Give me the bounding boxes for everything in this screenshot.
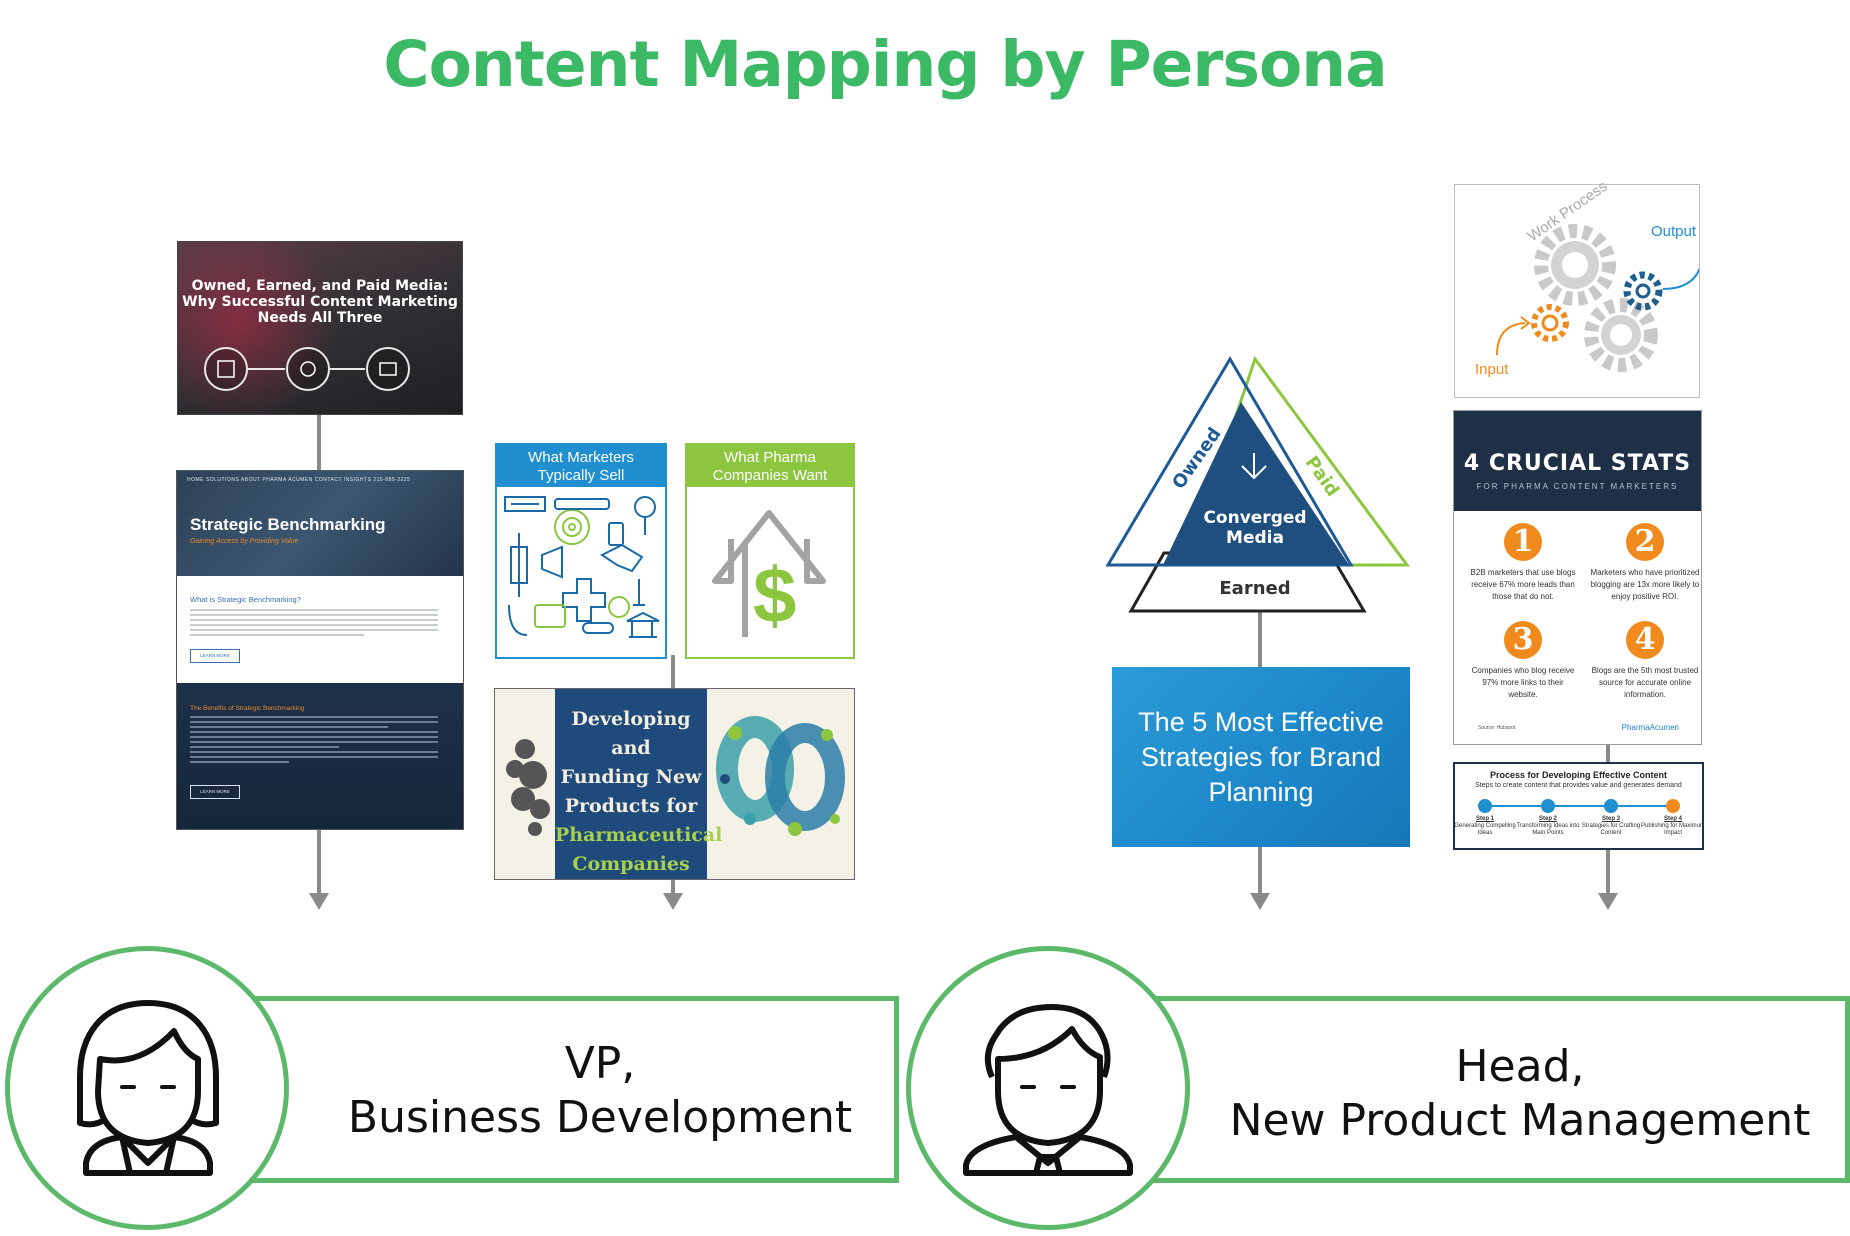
stat-number-badge: 3 (1504, 621, 1542, 659)
persona-avatar-circle (5, 946, 289, 1230)
learn-more-button[interactable]: LEARN MORE (190, 785, 240, 799)
persona-avatar-circle (906, 946, 1190, 1230)
converged-media-label: Converged Media (1196, 508, 1314, 548)
media-rings-icon (204, 347, 410, 391)
output-label: Output (1651, 223, 1697, 240)
card-headline-line: Owned, Earned, and Paid Media: (191, 278, 449, 294)
female-user-icon (77, 1000, 219, 1176)
persona-card-vp-business-development[interactable] (240, 996, 899, 1183)
content-card-developing-funding[interactable]: Developing and Funding New Products for … (494, 688, 855, 880)
persona-title-line: New Product Management (1229, 1095, 1811, 1146)
persona-card-head-new-product-management[interactable] (1150, 996, 1850, 1183)
stat-text: B2B marketers that use blogs receive 67%… (1470, 568, 1576, 601)
persona-title-line: Head, (1455, 1041, 1585, 1092)
stat-text: Marketers who have prioritized blogging … (1590, 568, 1700, 601)
dollar-icon: $ (753, 551, 797, 639)
card-headline-line: Needs All Three (257, 310, 383, 326)
card-title-highlight: Pharmaceutical (555, 824, 723, 846)
center-label-line: Media (1226, 528, 1284, 548)
stat-text: Companies who blog receive 97% more link… (1471, 666, 1575, 699)
card-header-line: Companies Want (712, 467, 828, 484)
body-text-lines (190, 716, 438, 766)
converged-media-diagram: Owned Paid Converged Media Earned (1105, 354, 1412, 616)
card-header-line: Typically Sell (537, 467, 625, 484)
card-title: Process for Developing Effective Content (1489, 770, 1668, 780)
persona-title: VP, Business Development (310, 1037, 890, 1145)
arrow-down-icon (663, 893, 683, 910)
card-title-line: Developing and (571, 708, 691, 759)
content-card-owned-earned-paid[interactable]: Owned, Earned, and Paid Media: Why Succe… (177, 241, 463, 415)
stat-text: Blogs are the 5th most trusted source fo… (1591, 666, 1699, 699)
content-card-work-process[interactable]: Work Process Output Input (1454, 178, 1704, 398)
card-title-line: Strategies for Brand (1140, 742, 1382, 772)
section-heading: What is Strategic Benchmarking? (190, 595, 301, 604)
learn-more-button[interactable]: LEARN MORE (190, 649, 240, 663)
male-user-icon (963, 1004, 1133, 1176)
card-title-panel: Developing and Funding New Products for … (555, 689, 723, 879)
step-dot (1478, 799, 1492, 813)
content-card-5-strategies[interactable]: The 5 Most Effective Strategies for Bran… (1112, 667, 1410, 847)
card-title-line: The 5 Most Effective (1138, 707, 1384, 737)
input-label: Input (1475, 361, 1509, 378)
earned-label: Earned (1219, 578, 1291, 599)
source-note: Source: Hubspot (1478, 725, 1516, 731)
page-title: Content Mapping by Persona (383, 28, 1387, 101)
stat-number-badge: 1 (1504, 523, 1542, 561)
content-card-what-marketers-sell[interactable]: What Marketers Typically Sell (495, 443, 667, 659)
growth-arrow-icon (712, 510, 826, 637)
section-heading: The Benefits of Strategic Benchmarking (190, 705, 305, 712)
stat-number-badge: 2 (1626, 523, 1664, 561)
pharma-products-icon (504, 496, 660, 638)
brand-logo: PharmaAcumen (1621, 723, 1679, 732)
card-title-line: Companies (572, 853, 690, 875)
card-subtitle: Gaining Access by Providing Value (190, 538, 299, 545)
card-title-line: Planning (1208, 777, 1314, 807)
content-card-strategic-benchmarking[interactable]: HOME SOLUTIONS ABOUT PHARMA ACUMEN CONTA… (176, 470, 464, 830)
site-nav: HOME SOLUTIONS ABOUT PHARMA ACUMEN CONTA… (187, 477, 411, 483)
card-headline-line: Why Successful Content Marketing (182, 294, 458, 310)
content-card-process[interactable]: Process for Developing Effective Content… (1453, 762, 1704, 850)
persona-title-line: VP, (564, 1038, 636, 1089)
card-header-line: What Marketers (528, 449, 634, 466)
triangles-icon (1105, 355, 1410, 613)
card-title-line: Funding New (560, 766, 702, 788)
card-subtitle: Steps to create content that provides va… (1475, 782, 1682, 789)
illustration-icon (506, 716, 845, 836)
step-dot (1666, 799, 1680, 813)
step-dot (1541, 799, 1555, 813)
card-title: 4 CRUCIAL STATS (1463, 451, 1692, 476)
content-card-4-crucial-stats[interactable]: 4 CRUCIAL STATS FOR PHARMA CONTENT MARKE… (1453, 410, 1702, 745)
arrow-down-icon (1598, 893, 1618, 910)
step-dot (1604, 799, 1618, 813)
content-card-what-pharma-wants[interactable]: What Pharma Companies Want $ (685, 443, 855, 659)
arrow-down-icon (309, 893, 329, 910)
card-subtitle: FOR PHARMA CONTENT MARKETERS (1476, 482, 1679, 491)
arrow-down-icon (1250, 893, 1270, 910)
card-header-line: What Pharma (724, 449, 816, 466)
process-timeline (1485, 805, 1673, 807)
persona-title: Head, New Product Management (1200, 1040, 1840, 1148)
card-title: Strategic Benchmarking (190, 515, 386, 534)
center-label-line: Converged (1203, 508, 1307, 528)
gears-icon (1496, 224, 1704, 372)
persona-title-line: Business Development (347, 1092, 853, 1143)
stat-number-badge: 4 (1626, 621, 1664, 659)
body-text-lines (190, 609, 438, 639)
card-title-line: Products for (564, 795, 698, 817)
